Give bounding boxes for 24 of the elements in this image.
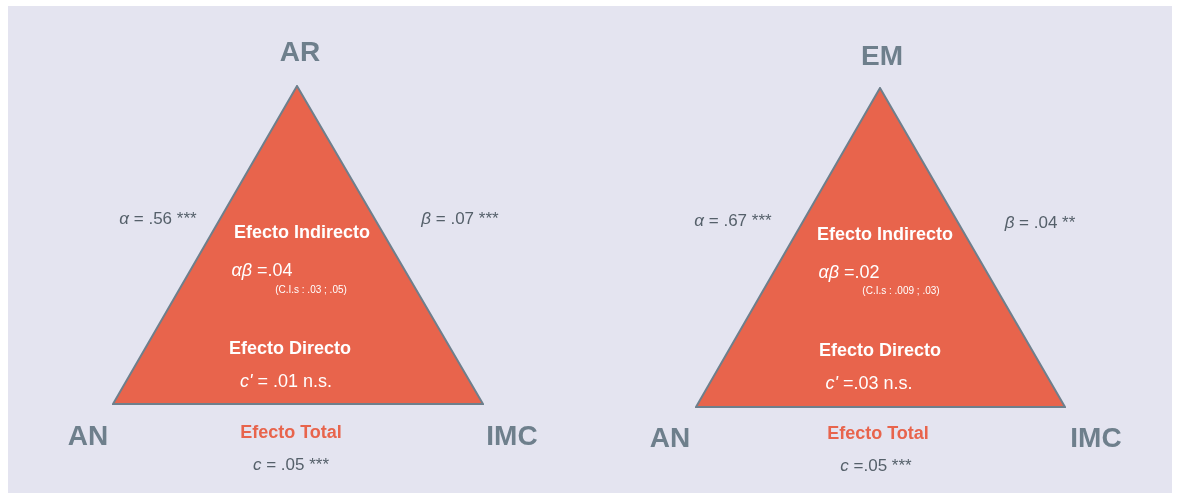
heading: Efecto Directo (229, 337, 351, 359)
heading: Efecto Total (240, 421, 342, 443)
variable-label: AR (279, 36, 321, 68)
value-text: αβ =.04 (231, 259, 293, 281)
coefficient-label: α = .56 *** (119, 209, 197, 229)
coefficient-label: c =.05 *** (840, 456, 912, 476)
heading: Efecto Indirecto (817, 223, 953, 245)
heading: Efecto Total (827, 422, 929, 444)
variable-label: AN (67, 420, 109, 452)
heading: Efecto Indirecto (234, 221, 370, 243)
heading: Efecto Directo (819, 339, 941, 361)
variable-label: EM (861, 40, 903, 72)
coefficient-label: α = .67 *** (694, 211, 772, 231)
value-text: c' =.03 n.s. (825, 372, 913, 394)
variable-label: IMC (486, 420, 538, 452)
coefficient-label: β = .07 *** (421, 209, 499, 229)
value-text: c' = .01 n.s. (240, 370, 332, 392)
variable-label: IMC (1070, 422, 1122, 454)
interval-text: (C.I.s : .03 ; .05) (275, 283, 347, 295)
variable-label: AN (649, 422, 691, 454)
coefficient-label: c = .05 *** (252, 455, 330, 475)
coefficient-label: β = .04 ** (1004, 213, 1076, 233)
value-text: αβ =.02 (818, 261, 880, 283)
interval-text: (C.I.s : .009 ; .03) (862, 284, 940, 296)
